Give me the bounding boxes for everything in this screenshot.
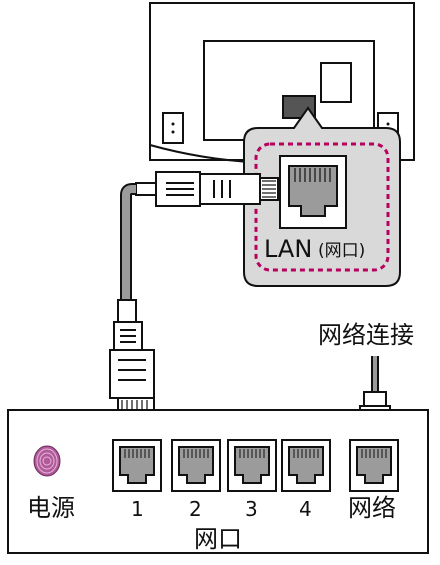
rj45-port [227,439,277,492]
ethernet-plug-router [109,299,155,421]
port-number-1: 1 [131,497,144,521]
ports-group-label: 网口 [194,525,242,553]
lan-socket-icon [279,155,347,229]
port-number-4: 4 [299,497,312,521]
ethernet-plug-tv [135,171,279,207]
port-number-2: 2 [189,497,202,521]
network-connection-label: 网络连接 [318,321,414,349]
rj45-port [171,439,221,492]
port-number-3: 3 [245,497,258,521]
rj45-port [112,439,162,492]
lan-port-label: LAN [264,235,312,263]
wan-port [349,439,399,492]
power-led-icon [33,445,61,477]
network-port-label: 网络 [348,494,396,522]
lan-port-sublabel: (网口) [318,241,365,261]
tv-back-panel [149,2,415,164]
power-label: 电源 [27,494,75,522]
lan-highlight-frame [254,142,390,272]
rj45-port [281,439,331,492]
